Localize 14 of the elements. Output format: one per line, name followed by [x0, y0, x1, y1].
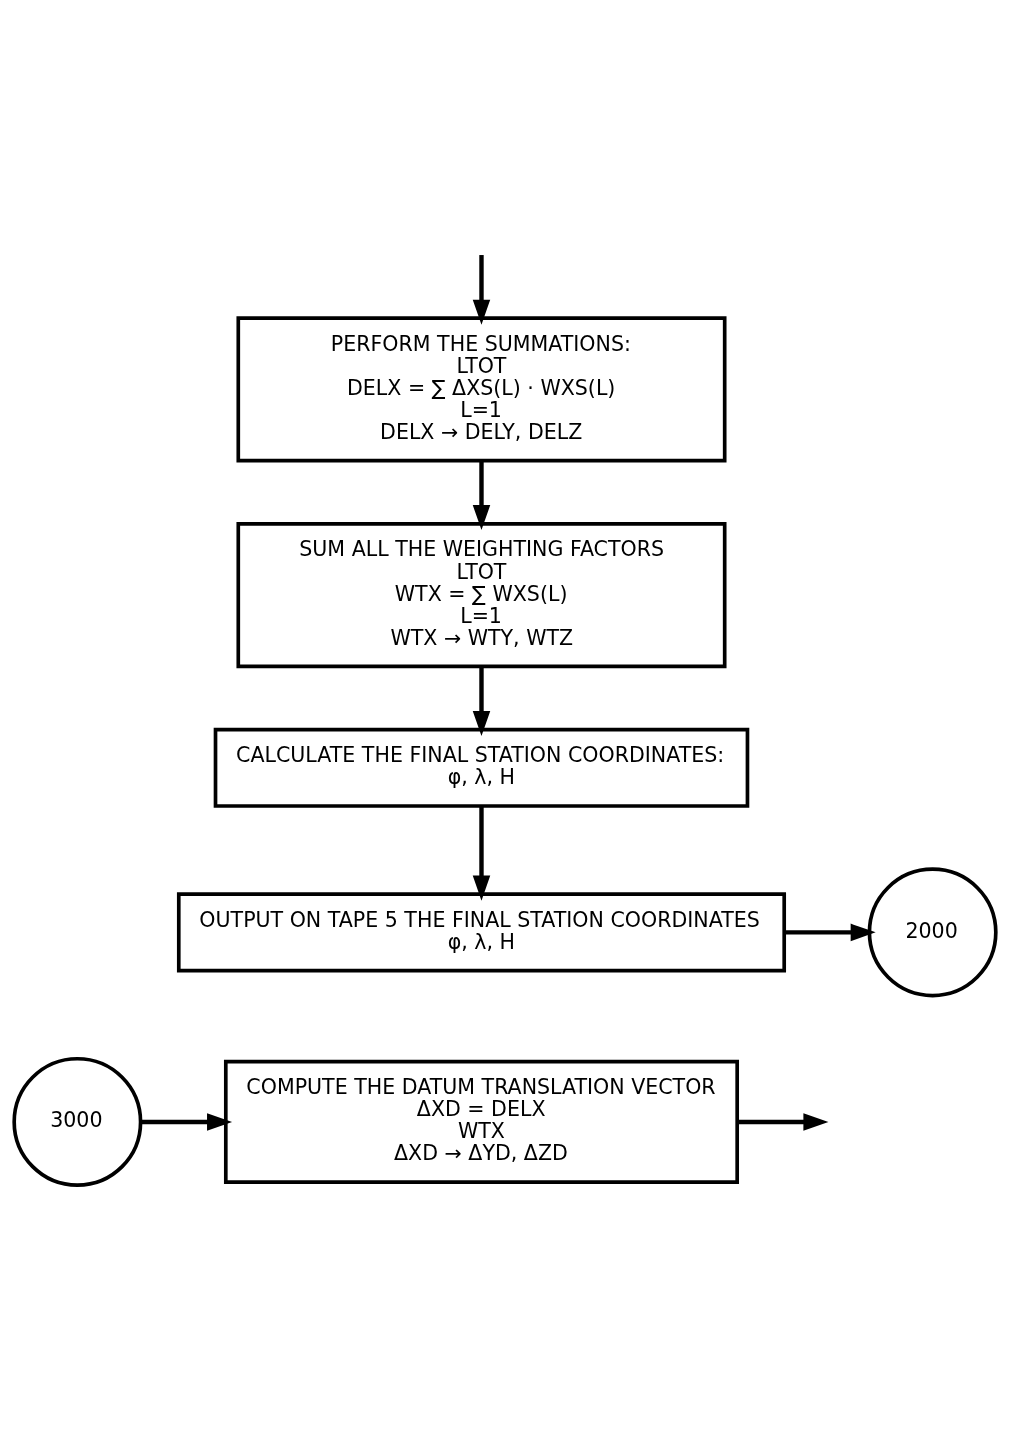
arrow — [472, 666, 491, 736]
arrow — [737, 1112, 829, 1131]
node-box: COMPUTE THE DATUM TRANSLATION VECTOR ΔXD = DELX WTX ΔXD → ΔYD, ΔZD — [223, 1059, 739, 1184]
node-circle: 3000 — [12, 1056, 143, 1187]
arrow — [472, 254, 491, 325]
arrow — [784, 923, 876, 941]
arrow — [140, 1112, 233, 1131]
node-box: SUM ALL THE WEIGHTING FACTORS LTOT WTX = ∑ WXS(L) L=1 WTX → WTY, WTZ — [236, 521, 727, 668]
arrow — [472, 460, 491, 530]
node-circle: 2000 — [867, 866, 998, 997]
arrow — [472, 805, 491, 901]
node-box: OUTPUT ON TAPE 5 THE FINAL STATION COORDINATES φ, λ, H — [176, 891, 787, 972]
node-box: CALCULATE THE FINAL STATION COORDINATES: φ, λ, H — [213, 727, 750, 808]
node-box: PERFORM THE SUMMATIONS: LTOT DELX = ∑ ΔXS(L) · WXS(L) L=1 DELX → DELY, DELZ — [236, 315, 727, 462]
